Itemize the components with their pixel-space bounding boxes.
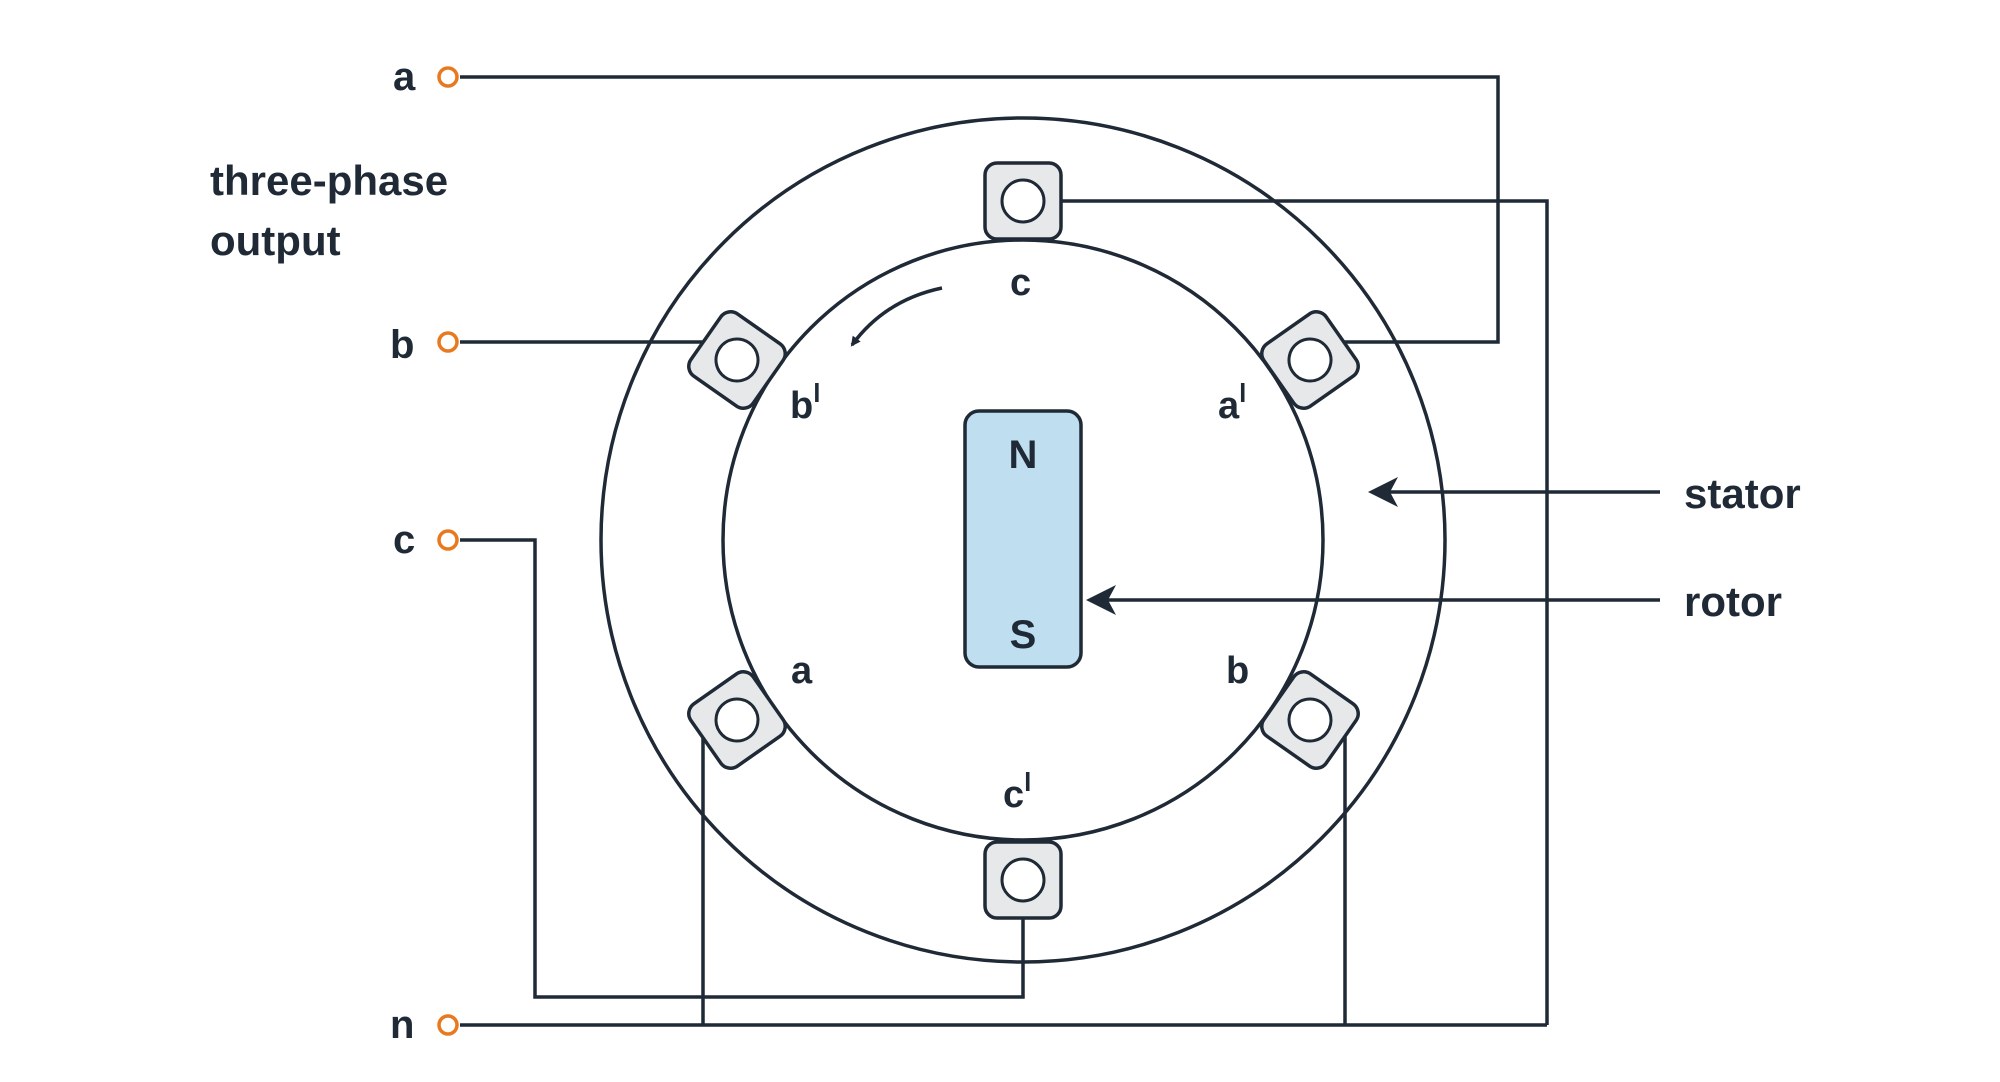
coil-label-b-prime: bl — [790, 378, 820, 427]
callouts: stator rotor — [1086, 470, 1801, 625]
rotation-arrow — [850, 286, 943, 347]
terminal-label-b: b — [390, 323, 414, 367]
wire-c-top-return — [1055, 199, 1549, 1025]
stator-label: stator — [1684, 470, 1801, 517]
diagram-title-line1: three-phase — [210, 157, 448, 204]
coil-slot-c-top — [983, 161, 1063, 241]
coil-label-a-prime: al — [1218, 378, 1246, 427]
terminal-c-connector — [437, 529, 459, 551]
rotor-callout-arrowhead — [1086, 585, 1116, 615]
terminal-b-connector — [437, 331, 459, 353]
magnet-body — [963, 409, 1083, 669]
terminal-n-connector — [437, 1014, 459, 1036]
coil-slot-c-prime — [983, 840, 1063, 920]
coil-slot-b-prime — [687, 310, 787, 410]
coil-slot-b — [1260, 670, 1360, 770]
terminals: a b c n — [390, 55, 459, 1047]
rotor-magnet: N S — [963, 409, 1083, 669]
wire-c — [460, 538, 1025, 999]
wire-a — [460, 75, 1500, 344]
terminal-label-c: c — [393, 518, 415, 562]
stator-callout-arrowhead — [1368, 477, 1398, 507]
terminal-a-connector — [437, 66, 459, 88]
coil-label-c-prime: cl — [1003, 767, 1031, 816]
coil-label-b: b — [1226, 650, 1249, 692]
magnet-north-label: N — [1009, 433, 1038, 477]
coil-slot-a-prime — [1260, 310, 1360, 410]
coil-slots — [687, 161, 1360, 920]
wiring — [460, 75, 1549, 1027]
coil-label-c-top: c — [1010, 262, 1031, 304]
terminal-label-a: a — [393, 55, 416, 99]
coil-labels: c bl al a b cl — [790, 262, 1249, 816]
coil-label-a: a — [791, 650, 813, 692]
diagram-title-line2: output — [210, 217, 341, 264]
coil-slot-a — [687, 670, 787, 770]
rotor-label: rotor — [1684, 578, 1782, 625]
terminal-label-n: n — [390, 1003, 414, 1047]
magnet-south-label: S — [1010, 613, 1037, 657]
